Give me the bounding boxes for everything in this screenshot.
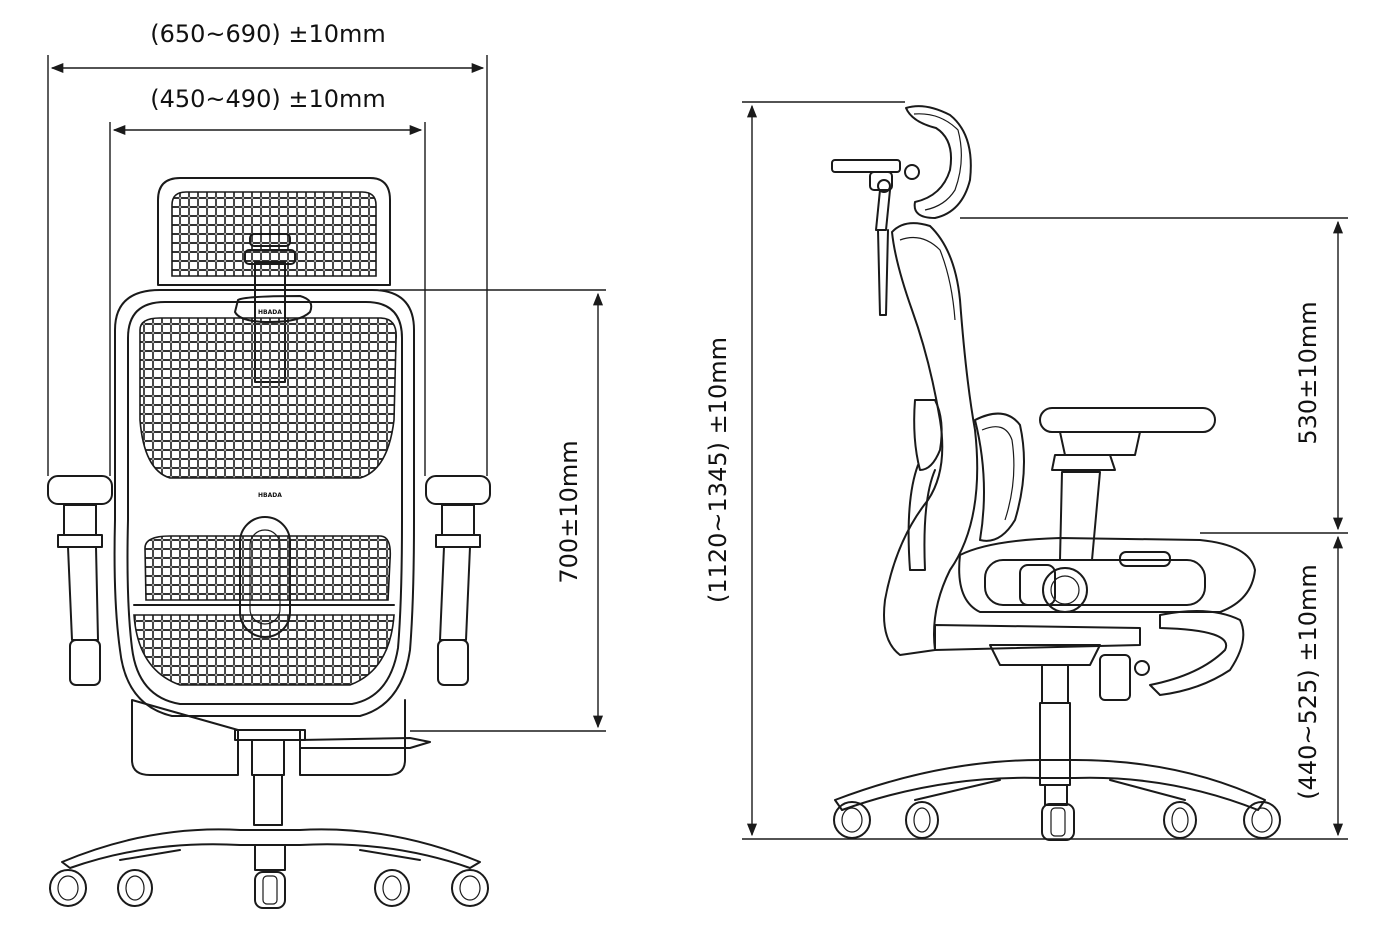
- side-armrest: [1039, 407, 1216, 613]
- front-logo-lower: HBADA: [258, 492, 282, 499]
- side-mechanism: [934, 624, 1141, 651]
- side-headrest: [831, 105, 972, 316]
- side-dimension-lines: [742, 101, 1348, 840]
- seat-width-label: (450~490) ±10mm: [150, 85, 386, 113]
- headrest-to-seat-label: 530±10mm: [1294, 301, 1322, 444]
- side-view: [831, 105, 1281, 841]
- side-gas-lift-top: [1041, 664, 1069, 704]
- front-armrests: [47, 475, 491, 686]
- side-casters: [833, 801, 1281, 841]
- side-gas-lift: [1039, 702, 1071, 786]
- front-view: HBADA HBADA: [47, 177, 491, 909]
- front-gas-lift: [253, 774, 283, 826]
- side-backrest: [883, 222, 1025, 656]
- overall-height-label: (1120~1345) ±10mm: [704, 337, 732, 603]
- backrest-height-label: 700±10mm: [555, 440, 583, 583]
- side-seat: [958, 537, 1256, 613]
- front-headrest: [157, 177, 391, 383]
- seat-height-label: (440~525) ±10mm: [1294, 564, 1322, 800]
- front-logo-upper: HBADA: [258, 309, 282, 316]
- side-footrest: [1099, 610, 1245, 701]
- overall-width-label: (650~690) ±10mm: [150, 20, 386, 48]
- front-backrest: HBADA HBADA: [113, 289, 415, 717]
- front-dimension-lines: [47, 55, 606, 732]
- front-casters: [49, 869, 489, 909]
- front-footrest: [131, 699, 431, 776]
- side-base: [834, 759, 1266, 811]
- front-gas-lift-top: [251, 739, 285, 776]
- front-base: [61, 828, 481, 871]
